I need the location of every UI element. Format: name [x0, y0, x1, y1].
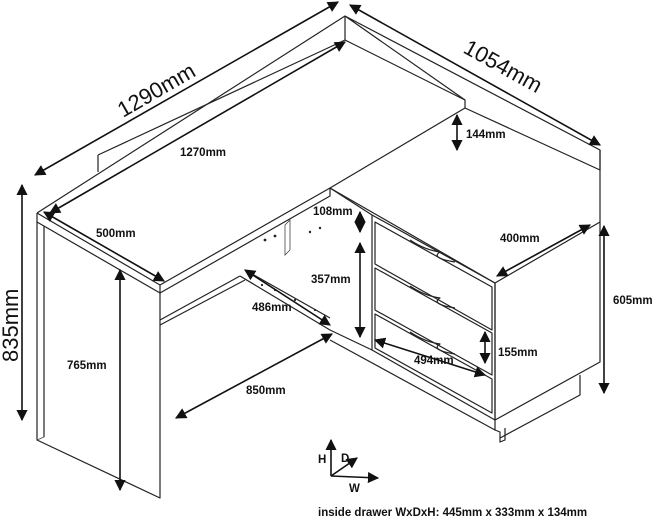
label-drawer-unit-height: 605mm — [613, 295, 653, 307]
axis-h-label: H — [318, 454, 326, 466]
dimension-lines — [16, 1, 610, 492]
label-drawer-height: 155mm — [498, 347, 538, 359]
label-upper-shelf: 108mm — [313, 206, 353, 218]
label-shelf-gap: 144mm — [466, 129, 506, 141]
label-total-height: 835mm — [0, 289, 23, 362]
drawer-middle — [374, 267, 493, 376]
inside-drawer-note: inside drawer WxDxH: 445mm x 333mm x 134… — [318, 507, 587, 519]
label-total-depth: 1054mm — [460, 35, 547, 98]
axis-d-label: D — [341, 453, 349, 465]
label-top-depth: 500mm — [96, 228, 136, 240]
label-total-width: 1290mm — [113, 58, 200, 122]
label-inner-shelf-depth: 486mm — [252, 302, 292, 314]
label-knee-height: 765mm — [67, 360, 107, 372]
label-inner-shelf-height: 357mm — [311, 274, 351, 286]
drawer-top — [374, 221, 493, 331]
left-side-panel — [36, 222, 161, 499]
drawer-cabinet — [371, 214, 496, 421]
axis-indicator: H D W — [318, 438, 380, 495]
label-knee-width: 850mm — [246, 385, 286, 397]
label-drawer-width: 494mm — [414, 355, 454, 367]
label-drawer-unit-depth: 400mm — [500, 233, 540, 245]
axis-w-label: W — [349, 483, 360, 495]
label-top-length: 1270mm — [180, 147, 226, 159]
dimension-labels: 1290mm 1054mm 835mm 1270mm 500mm 144mm 1… — [0, 35, 653, 397]
